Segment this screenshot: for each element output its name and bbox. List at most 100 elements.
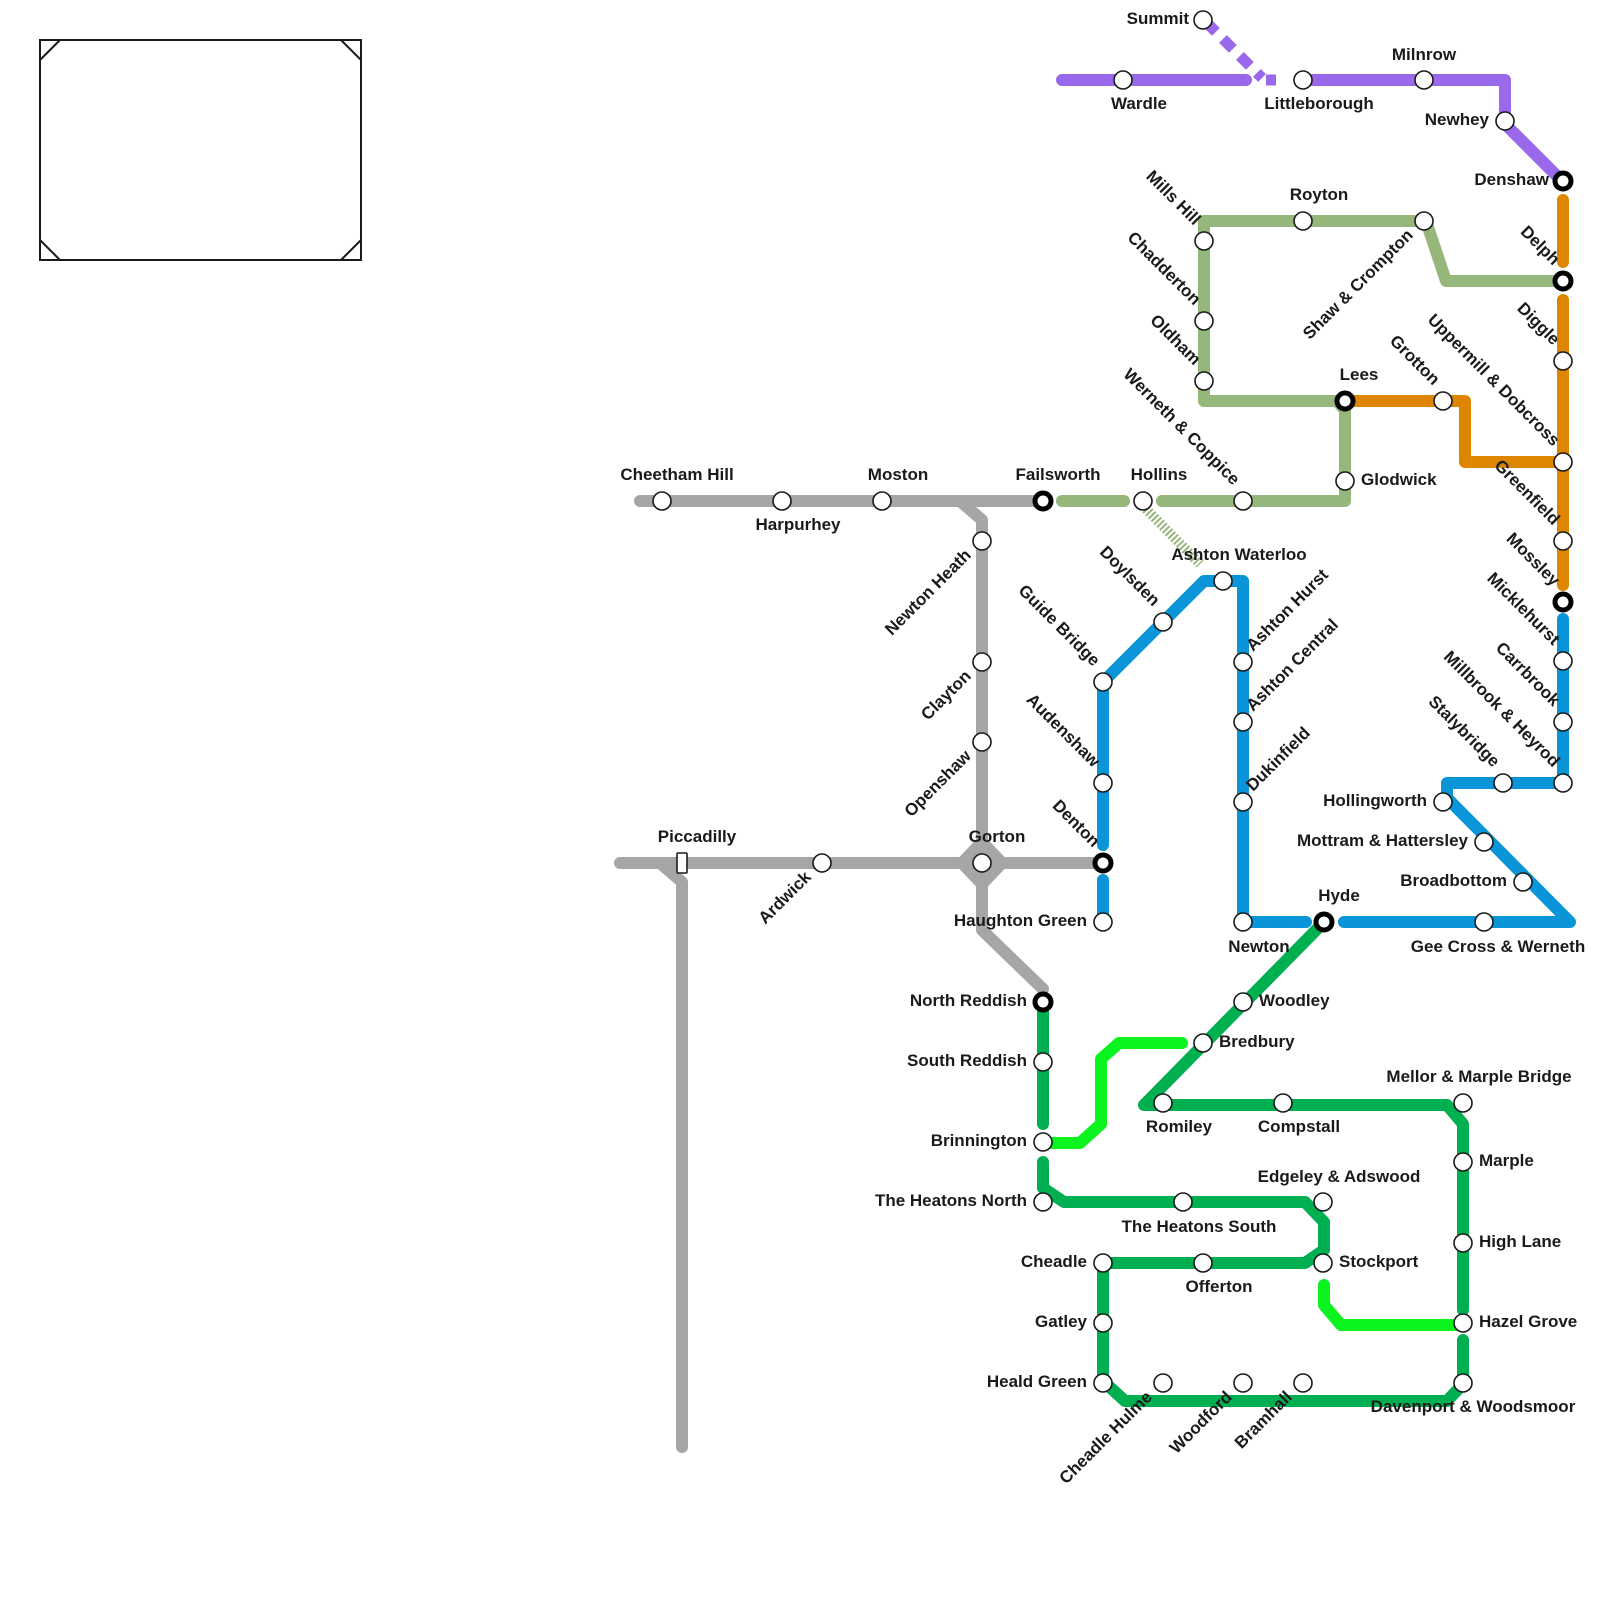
- station-lees[interactable]: [1334, 390, 1356, 412]
- station-ashton-waterloo[interactable]: [1213, 571, 1233, 591]
- label-north-reddish: North Reddish: [910, 991, 1027, 1010]
- station-littleborough[interactable]: [1293, 70, 1313, 90]
- station-brinnington[interactable]: [1033, 1132, 1053, 1152]
- station-hollins[interactable]: [1133, 491, 1153, 511]
- station-marple[interactable]: [1453, 1152, 1473, 1172]
- station-bredbury[interactable]: [1193, 1033, 1213, 1053]
- station-mills-hill[interactable]: [1194, 231, 1214, 251]
- station-millbrook[interactable]: [1553, 773, 1573, 793]
- station-piccadilly[interactable]: [676, 852, 688, 874]
- station-ashton-hurst[interactable]: [1233, 652, 1253, 672]
- label-hazel-grove: Hazel Grove: [1479, 1312, 1577, 1331]
- station-compstall[interactable]: [1273, 1093, 1293, 1113]
- station-micklehurst[interactable]: [1553, 651, 1573, 671]
- station-royton[interactable]: [1293, 211, 1313, 231]
- station-gorton[interactable]: [972, 853, 992, 873]
- purple-line: [1056, 18, 1569, 188]
- station-gatley[interactable]: [1093, 1313, 1113, 1333]
- label-mottram: Mottram & Hattersley: [1297, 831, 1469, 850]
- station-chadderton[interactable]: [1194, 311, 1214, 331]
- station-bramhall[interactable]: [1293, 1373, 1313, 1393]
- station-heatons-south[interactable]: [1173, 1192, 1193, 1212]
- label-gorton: Gorton: [969, 827, 1026, 846]
- station-ashton-central[interactable]: [1233, 712, 1253, 732]
- label-heatons-north: The Heatons North: [875, 1191, 1027, 1210]
- station-stockport[interactable]: [1313, 1253, 1333, 1273]
- purple-line-east: [1298, 74, 1569, 188]
- station-grotton[interactable]: [1433, 391, 1453, 411]
- label-newhey: Newhey: [1425, 110, 1490, 129]
- station-audenshaw[interactable]: [1093, 773, 1113, 793]
- station-diggle[interactable]: [1553, 351, 1573, 371]
- station-clayton[interactable]: [972, 652, 992, 672]
- grey-line-gorton-junction: [956, 836, 1008, 890]
- station-mottram[interactable]: [1474, 832, 1494, 852]
- station-doylsden[interactable]: [1153, 612, 1173, 632]
- station-werneth[interactable]: [1233, 491, 1253, 511]
- sage-line-main: [1156, 215, 1491, 507]
- station-dukinfield[interactable]: [1233, 792, 1253, 812]
- station-summit[interactable]: [1193, 10, 1213, 30]
- station-guide-bridge[interactable]: [1093, 672, 1113, 692]
- station-cheetham-hill[interactable]: [652, 491, 672, 511]
- station-stalybridge[interactable]: [1493, 773, 1513, 793]
- station-davenport[interactable]: [1453, 1373, 1473, 1393]
- station-denshaw[interactable]: [1552, 170, 1574, 192]
- station-offerton[interactable]: [1193, 1253, 1213, 1273]
- station-failsworth[interactable]: [1032, 490, 1054, 512]
- station-uppermill[interactable]: [1553, 452, 1573, 472]
- station-heald-green[interactable]: [1093, 1373, 1113, 1393]
- lime-line-stockport: [1318, 1279, 1469, 1331]
- station-newton-heath[interactable]: [972, 531, 992, 551]
- station-woodford[interactable]: [1233, 1373, 1253, 1393]
- station-newton[interactable]: [1233, 912, 1253, 932]
- label-openshaw: Openshaw: [901, 746, 976, 821]
- label-dukinfield: Dukinfield: [1242, 723, 1314, 795]
- station-oldham[interactable]: [1194, 371, 1214, 391]
- station-mossley[interactable]: [1552, 591, 1574, 613]
- station-south-reddish[interactable]: [1033, 1052, 1053, 1072]
- station-edgeley[interactable]: [1313, 1192, 1333, 1212]
- label-woodley: Woodley: [1259, 991, 1330, 1010]
- label-broadbottom: Broadbottom: [1400, 871, 1507, 890]
- lime-line-brinnington: [1037, 1037, 1188, 1149]
- station-hyde[interactable]: [1313, 911, 1335, 933]
- station-hollingworth[interactable]: [1433, 792, 1453, 812]
- station-newhey[interactable]: [1495, 111, 1515, 131]
- station-wardle[interactable]: [1113, 70, 1133, 90]
- station-moston[interactable]: [872, 491, 892, 511]
- station-glodwick[interactable]: [1335, 471, 1355, 491]
- label-mellor: Mellor & Marple Bridge: [1386, 1067, 1571, 1086]
- station-broadbottom[interactable]: [1513, 872, 1533, 892]
- label-delph: Delph: [1517, 222, 1564, 269]
- label-heatons-south: The Heatons South: [1122, 1217, 1277, 1236]
- green-line-heatons-branch: [1037, 1156, 1469, 1407]
- station-woodley[interactable]: [1233, 992, 1253, 1012]
- station-carrbrook[interactable]: [1553, 712, 1573, 732]
- station-greenfield[interactable]: [1553, 531, 1573, 551]
- station-milnrow[interactable]: [1414, 70, 1434, 90]
- station-denton[interactable]: [1092, 852, 1114, 874]
- station-openshaw[interactable]: [972, 732, 992, 752]
- station-ardwick[interactable]: [812, 853, 832, 873]
- station-cheadle-hulme[interactable]: [1153, 1373, 1173, 1393]
- label-chadderton: Chadderton: [1124, 228, 1205, 309]
- station-heatons-north[interactable]: [1033, 1192, 1053, 1212]
- station-delph[interactable]: [1552, 270, 1574, 292]
- station-cheadle[interactable]: [1093, 1253, 1113, 1273]
- station-mellor[interactable]: [1453, 1093, 1473, 1113]
- station-north-reddish[interactable]: [1032, 991, 1054, 1013]
- station-romiley[interactable]: [1153, 1093, 1173, 1113]
- station-harpurhey[interactable]: [772, 491, 792, 511]
- grey-line: [614, 495, 1106, 1453]
- label-mills-hill: Mills Hill: [1142, 167, 1204, 229]
- label-wardle: Wardle: [1111, 94, 1167, 113]
- station-gee-cross[interactable]: [1474, 912, 1494, 932]
- label-summit: Summit: [1127, 9, 1190, 28]
- station-hazel-grove[interactable]: [1453, 1313, 1473, 1333]
- label-guide-bridge: Guide Bridge: [1015, 581, 1104, 670]
- station-high-lane[interactable]: [1453, 1233, 1473, 1253]
- station-haughton-green[interactable]: [1093, 912, 1113, 932]
- station-shaw[interactable]: [1414, 211, 1434, 231]
